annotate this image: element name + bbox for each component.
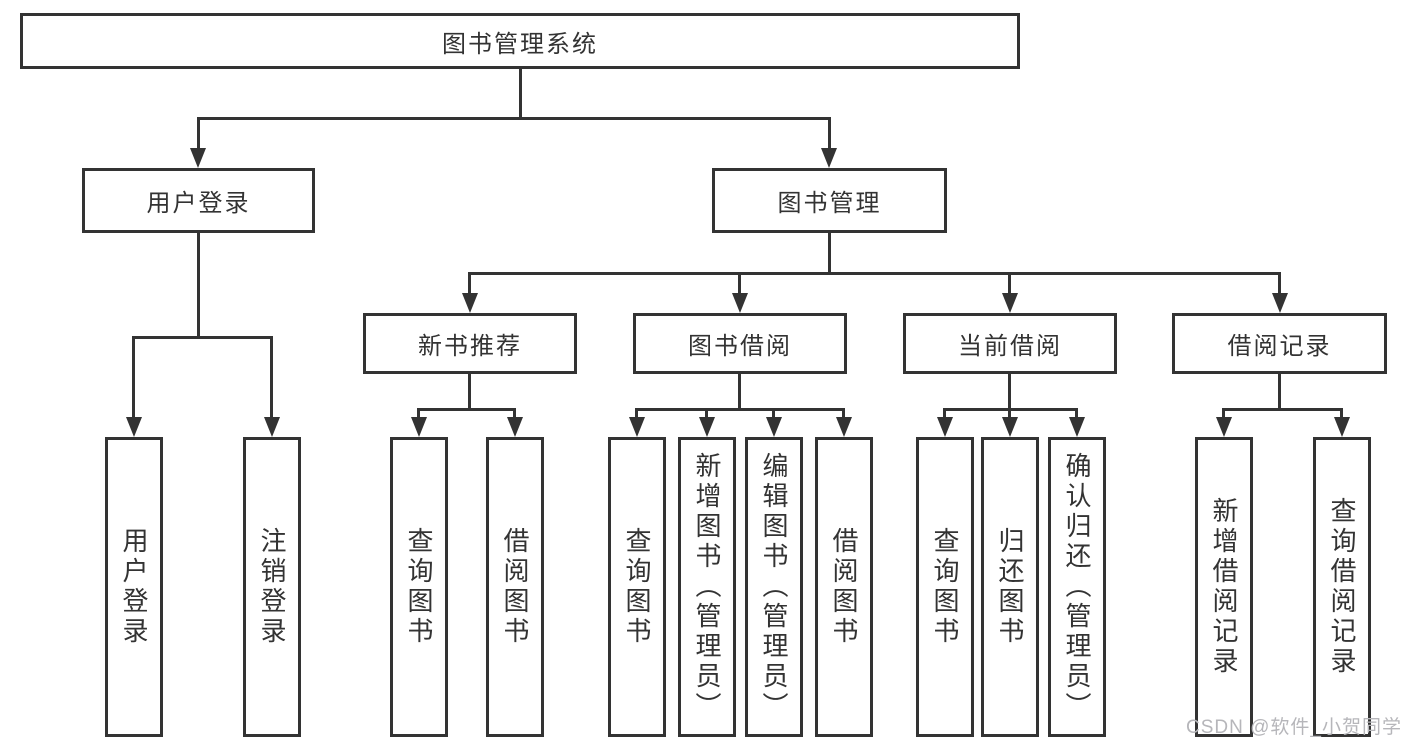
node-label: 图书管理	[777, 190, 882, 217]
arrow-down-icon	[507, 417, 523, 437]
node-leaf-user-login: 用户登录	[105, 437, 163, 737]
connector-vline	[1340, 408, 1343, 420]
node-leaf-edit-books-admin: 编辑图书（管理员）	[745, 437, 803, 737]
connector-hline	[417, 408, 516, 411]
node-leaf-query-books-2: 查询图书	[608, 437, 666, 737]
connector-vline	[842, 408, 845, 420]
connector-vline	[468, 272, 471, 296]
arrow-down-icon	[1216, 417, 1232, 437]
node-label: 查询借阅记录	[1327, 497, 1357, 677]
connector-vline	[197, 233, 200, 336]
node-leaf-borrow-books-1: 借阅图书	[486, 437, 544, 737]
node-root-label: 图书管理系统	[442, 30, 598, 58]
arrow-down-icon	[629, 417, 645, 437]
arrow-down-icon	[937, 417, 953, 437]
arrow-down-icon	[821, 148, 837, 168]
node-leaf-logout: 注销登录	[243, 437, 301, 737]
arrow-down-icon	[1272, 293, 1288, 313]
node-label: 注销登录	[257, 527, 287, 647]
node-current-borrow: 当前借阅	[903, 313, 1117, 374]
connector-vline	[270, 336, 273, 420]
arrow-down-icon	[836, 417, 852, 437]
node-label: 用户登录	[146, 190, 251, 217]
connector-vline	[513, 408, 516, 420]
connector-vline	[635, 408, 638, 420]
connector-vline	[943, 408, 946, 420]
arrow-down-icon	[190, 148, 206, 168]
arrow-down-icon	[462, 293, 478, 313]
node-leaf-query-borrow-record: 查询借阅记录	[1313, 437, 1371, 737]
node-label: 借阅记录	[1227, 333, 1332, 360]
arrow-down-icon	[126, 417, 142, 437]
connector-vline	[1222, 408, 1225, 420]
node-leaf-query-books-3: 查询图书	[916, 437, 974, 737]
connector-vline	[705, 408, 708, 420]
node-label: 查询图书	[404, 527, 434, 647]
connector-hline	[635, 408, 845, 411]
connector-hline	[468, 272, 1281, 275]
node-book-management: 图书管理	[712, 168, 947, 233]
connector-vline	[417, 408, 420, 420]
connector-vline	[519, 69, 522, 117]
node-label: 查询图书	[930, 527, 960, 647]
node-label: 借阅图书	[500, 527, 530, 647]
arrow-down-icon	[699, 417, 715, 437]
node-label: 编辑图书（管理员）	[759, 452, 789, 722]
node-label: 新书推荐	[418, 333, 522, 360]
connector-vline	[772, 408, 775, 420]
connector-vline	[132, 336, 135, 420]
arrow-down-icon	[1002, 293, 1018, 313]
node-label: 新增图书（管理员）	[692, 452, 722, 722]
arrow-down-icon	[732, 293, 748, 313]
connector-vline	[828, 117, 831, 150]
arrow-down-icon	[1069, 417, 1085, 437]
connector-vline	[1075, 408, 1078, 420]
connector-vline	[828, 233, 831, 274]
node-label: 用户登录	[119, 527, 149, 647]
csdn-watermark: CSDN @软件_小贺同学	[1186, 717, 1402, 738]
node-leaf-query-books-1: 查询图书	[390, 437, 448, 737]
node-leaf-add-borrow-record: 新增借阅记录	[1195, 437, 1253, 737]
node-label: 新增借阅记录	[1209, 497, 1239, 677]
connector-hline	[132, 336, 273, 339]
connector-vline	[1278, 272, 1281, 296]
node-leaf-return-books: 归还图书	[981, 437, 1039, 737]
arrow-down-icon	[264, 417, 280, 437]
connector-vline	[738, 272, 741, 296]
arrow-down-icon	[411, 417, 427, 437]
node-leaf-borrow-books-2: 借阅图书	[815, 437, 873, 737]
node-book-borrow: 图书借阅	[633, 313, 847, 374]
connector-vline	[1008, 374, 1011, 410]
arrow-down-icon	[1002, 417, 1018, 437]
connector-vline	[1278, 374, 1281, 410]
node-label: 图书借阅	[688, 333, 792, 360]
connector-vline	[738, 374, 741, 410]
node-leaf-confirm-return-admin: 确认归还（管理员）	[1048, 437, 1106, 737]
node-borrow-records: 借阅记录	[1172, 313, 1387, 374]
node-leaf-add-books-admin: 新增图书（管理员）	[678, 437, 736, 737]
arrow-down-icon	[766, 417, 782, 437]
node-new-book-recommend: 新书推荐	[363, 313, 577, 374]
node-label: 借阅图书	[829, 527, 859, 647]
connector-vline	[1008, 408, 1011, 420]
arrow-down-icon	[1334, 417, 1350, 437]
node-root: 图书管理系统	[20, 13, 1020, 69]
node-label: 查询图书	[622, 527, 652, 647]
connector-vline	[1008, 272, 1011, 296]
node-label: 确认归还（管理员）	[1062, 452, 1092, 722]
connector-hline	[197, 117, 831, 120]
connector-vline	[468, 374, 471, 410]
node-label: 归还图书	[995, 527, 1025, 647]
connector-vline	[197, 117, 200, 150]
node-label: 当前借阅	[958, 333, 1062, 360]
connector-hline	[1222, 408, 1343, 411]
node-user-login: 用户登录	[82, 168, 315, 233]
